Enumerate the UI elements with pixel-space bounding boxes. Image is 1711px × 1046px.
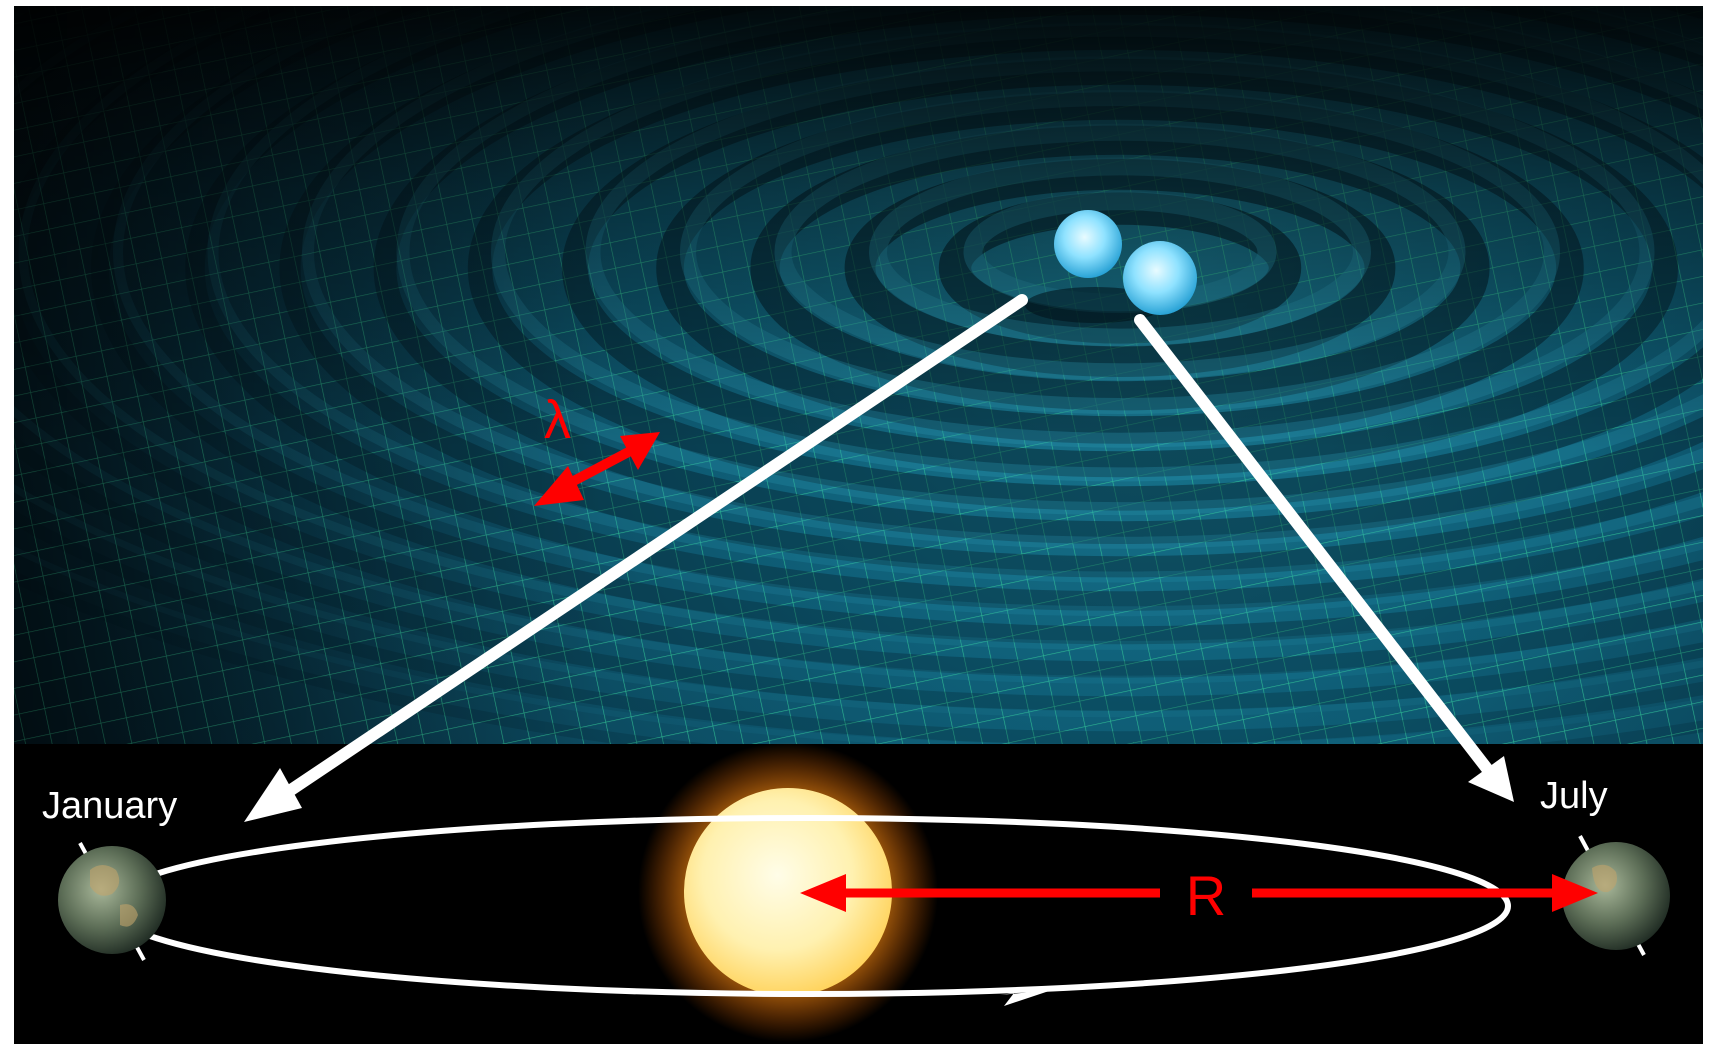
wavelength-arrow (534, 432, 660, 506)
glowing-sphere-icon (1054, 210, 1122, 278)
earth-icon (58, 846, 166, 954)
binary-objects (1054, 210, 1197, 315)
spacetime-fabric-panel (14, 6, 1703, 744)
january-label: January (42, 785, 177, 827)
arrow-to-july (1134, 314, 1494, 776)
earth-january (58, 842, 166, 961)
wavelength-label: λ (544, 390, 571, 450)
distance-arrow (800, 874, 1598, 912)
earth-icon (1562, 842, 1670, 950)
signal-arrows (244, 294, 1514, 822)
arrow-head-january (244, 768, 302, 822)
orbit-direction-arrow (1000, 990, 1052, 1006)
earth-july (1562, 835, 1670, 956)
arrow-head-july (1468, 756, 1514, 802)
sun-icon (684, 788, 892, 996)
july-label: July (1540, 775, 1608, 817)
glowing-sphere-icon (1123, 241, 1197, 315)
distance-label: R (1186, 864, 1226, 927)
arrow-to-january (270, 294, 1028, 806)
